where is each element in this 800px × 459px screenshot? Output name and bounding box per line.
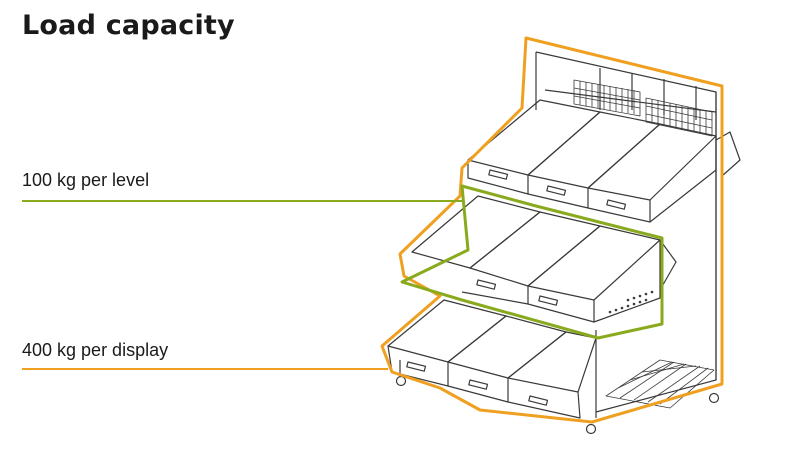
caster-front-right: [585, 423, 597, 435]
middle-tier-bins: [411, 195, 677, 323]
page-title: Load capacity: [22, 10, 235, 41]
wire-basket-left: [573, 79, 641, 117]
caster-front-left: [395, 375, 407, 387]
wire-basket-right: [645, 97, 713, 137]
rack-line-art: [387, 51, 741, 419]
display-outline: [380, 36, 724, 424]
callout-label-per-level: 100 kg per level: [22, 170, 150, 190]
caster-back-right: [708, 392, 720, 404]
bottom-tier-bins: [387, 299, 597, 419]
level-outline: [400, 184, 664, 340]
callout-label-per-display: 400 kg per display: [22, 340, 169, 360]
